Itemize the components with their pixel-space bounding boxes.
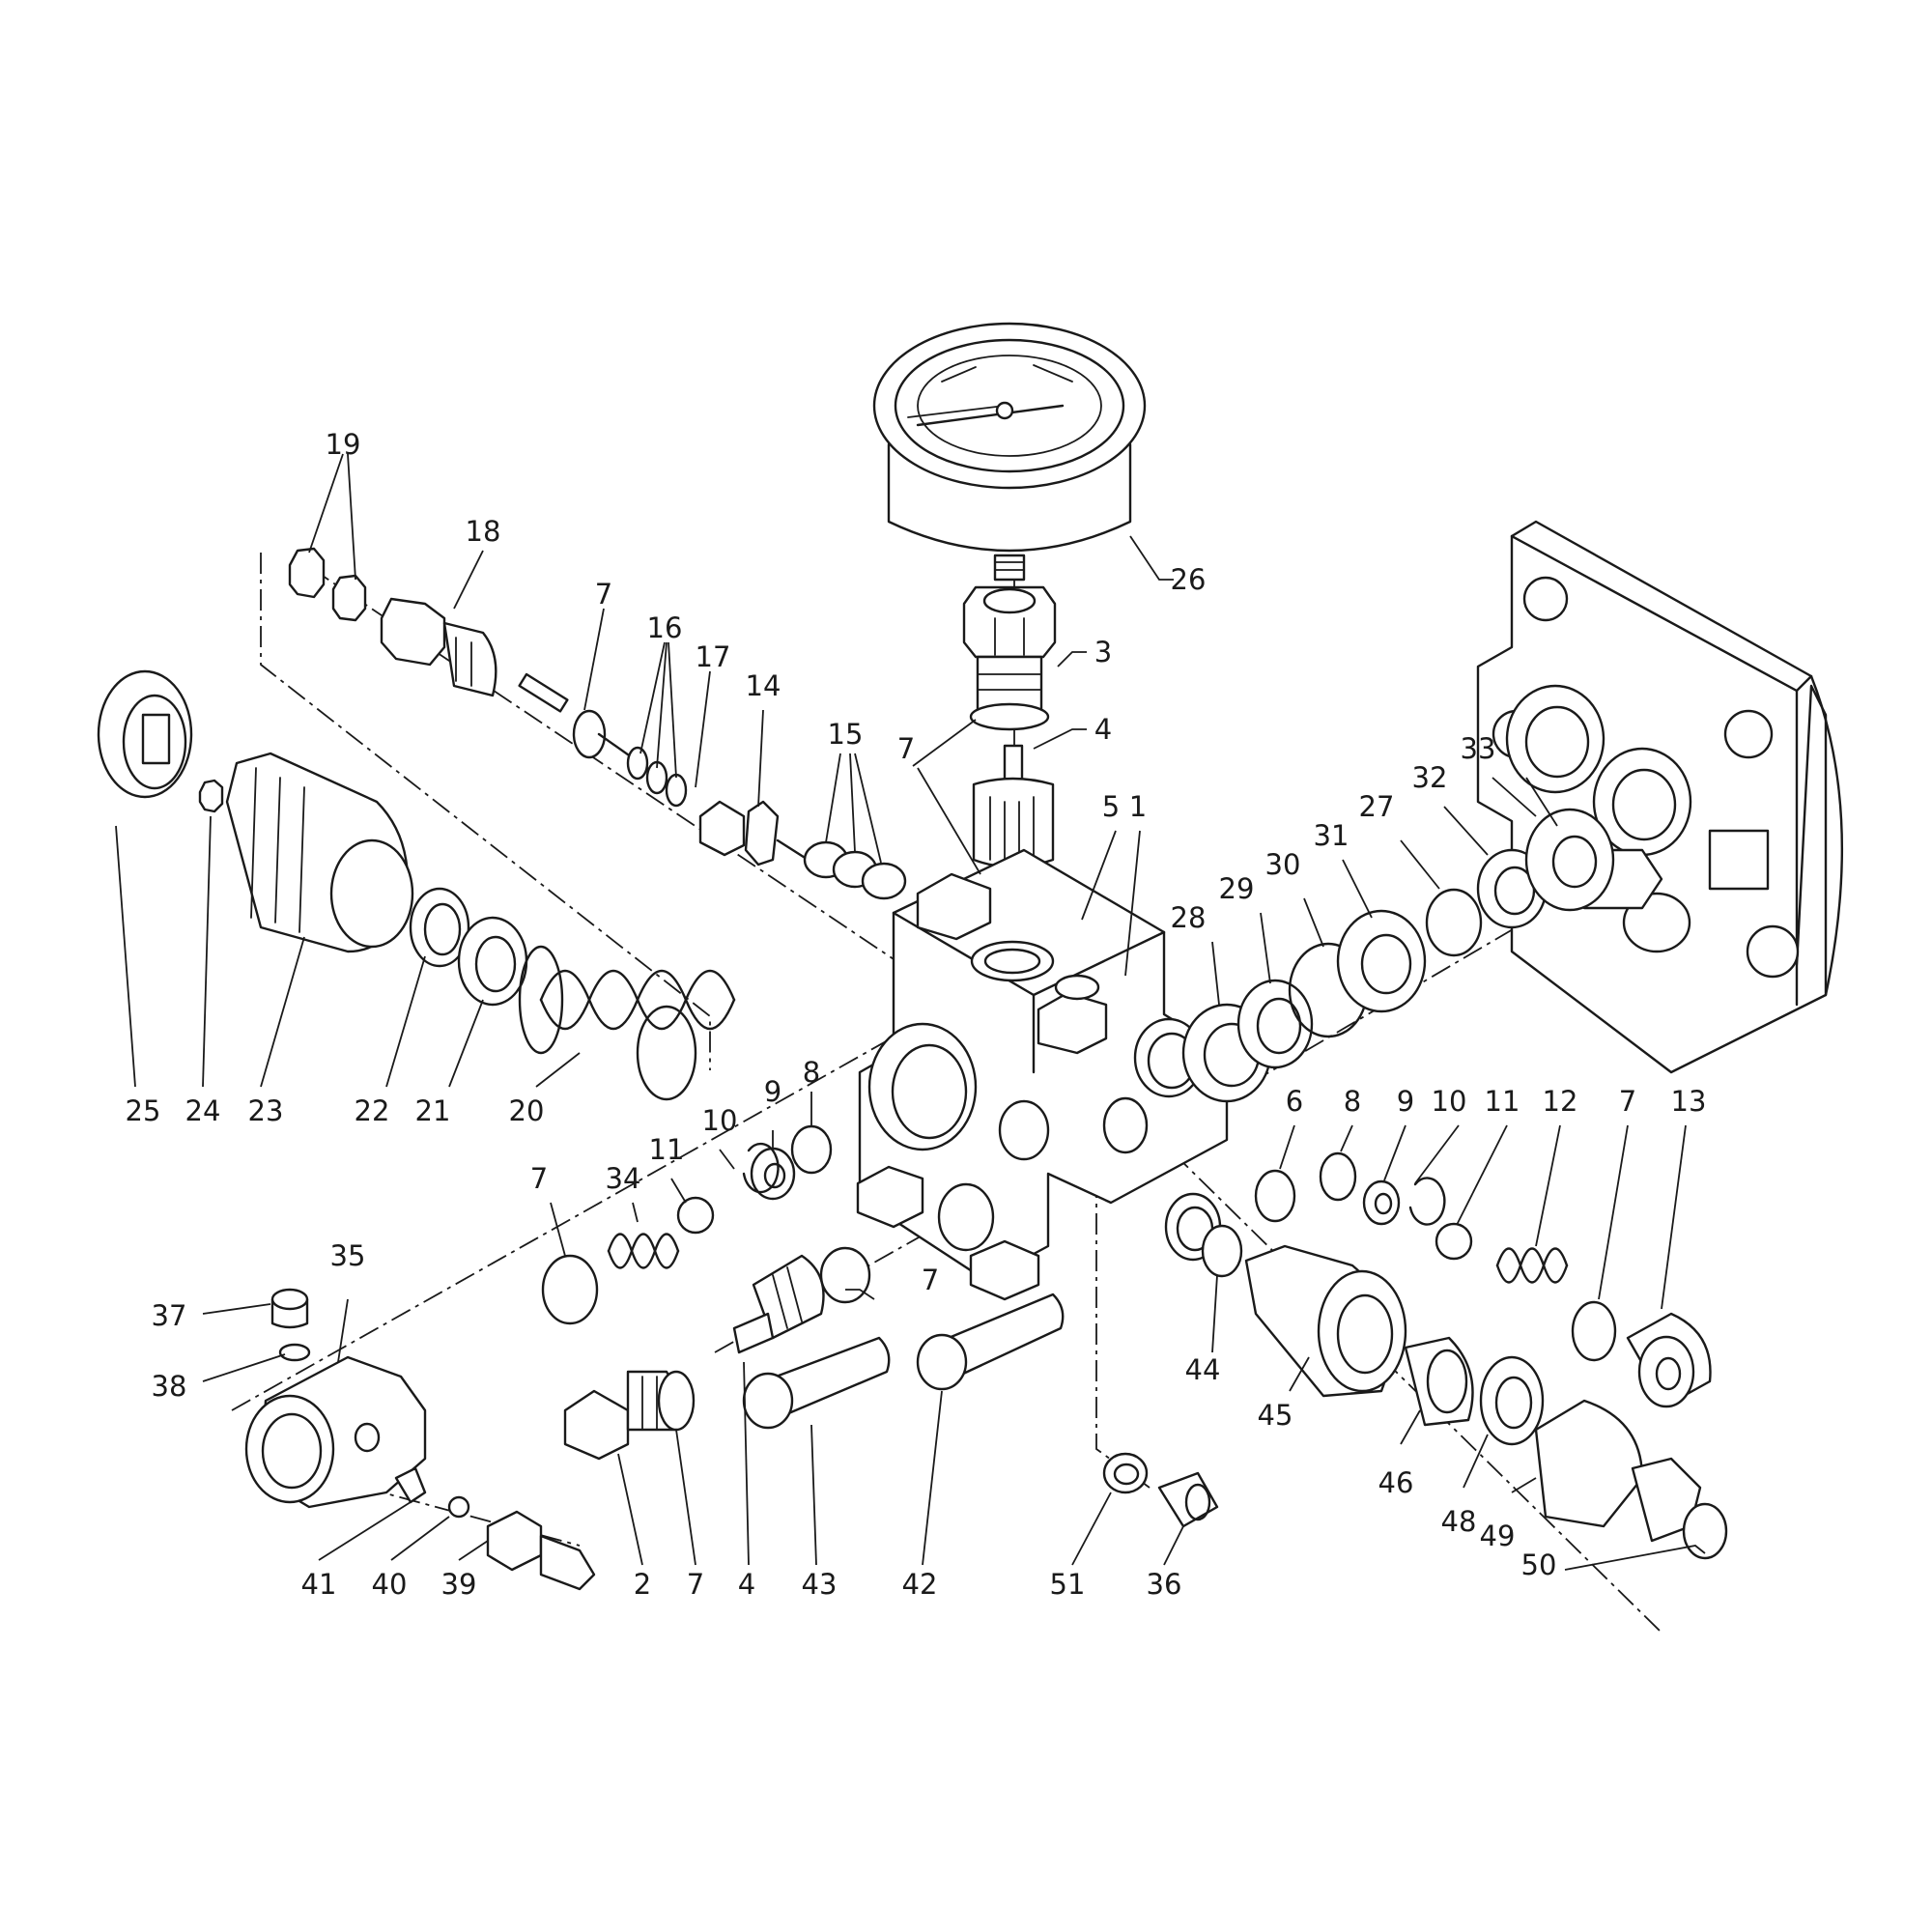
callout-7: 7 (687, 1568, 704, 1601)
seal-stack-upper (1181, 808, 1615, 1103)
valve-stack-left (541, 1124, 833, 1325)
callout-15: 15 (828, 718, 864, 751)
callout-45: 45 (1258, 1399, 1293, 1432)
callout-51: 51 (1050, 1568, 1086, 1601)
oring-set-15 (803, 840, 907, 900)
callout-37: 37 (152, 1299, 187, 1332)
callout-10: 10 (1432, 1085, 1467, 1118)
callout-21: 21 (415, 1094, 451, 1127)
callout-7: 7 (1619, 1085, 1636, 1118)
callout-49: 49 (1480, 1520, 1516, 1552)
callout-36: 36 (1147, 1568, 1182, 1601)
callout-33: 33 (1461, 732, 1496, 765)
callout-8: 8 (1344, 1085, 1361, 1118)
gauge-adapter (962, 585, 1057, 731)
callout-2: 2 (634, 1568, 651, 1601)
callout-10: 10 (702, 1104, 738, 1137)
callout-38: 38 (152, 1370, 187, 1403)
rod-stack (288, 547, 833, 876)
callout-8: 8 (803, 1056, 820, 1089)
plug-36 (1102, 1452, 1219, 1528)
knob-assembly (97, 669, 736, 1101)
callout-48: 48 (1441, 1505, 1477, 1538)
callout-17: 17 (696, 640, 731, 673)
callout-4: 4 (1094, 713, 1112, 746)
valve-stack-right (1254, 1151, 1712, 1408)
callout-24: 24 (185, 1094, 221, 1127)
callout-28: 28 (1171, 901, 1207, 934)
callout-26: 26 (1171, 563, 1207, 596)
callout-19: 19 (326, 428, 361, 461)
callout-4: 4 (738, 1568, 755, 1601)
callout-40: 40 (372, 1568, 408, 1601)
callout-13: 13 (1671, 1085, 1707, 1118)
callout-27: 27 (1359, 790, 1395, 823)
pressure-gauge (872, 322, 1147, 582)
bleed-parts (394, 1466, 596, 1591)
callout-7: 7 (595, 578, 612, 611)
callout-1: 1 (1129, 790, 1147, 823)
callout-18: 18 (466, 515, 501, 548)
leader-lines (115, 453, 1706, 1571)
callout-16: 16 (647, 611, 683, 644)
callout-50: 50 (1521, 1548, 1557, 1581)
callout-11: 11 (1485, 1085, 1520, 1118)
callout-44: 44 (1185, 1353, 1221, 1386)
bolts (742, 1293, 1065, 1430)
callout-9: 9 (1397, 1085, 1414, 1118)
callout-11: 11 (649, 1133, 685, 1166)
callout-35: 35 (330, 1239, 366, 1272)
callout-labels: 19 18 7 16 17 14 15 7 26 3 4 5 1 33 32 2… (126, 428, 1707, 1601)
callout-25: 25 (126, 1094, 161, 1127)
inlet-stack (1201, 1224, 1728, 1560)
pump-flange (1476, 520, 1844, 1074)
callout-3: 3 (1094, 636, 1112, 668)
callout-34: 34 (606, 1162, 641, 1195)
callout-42: 42 (902, 1568, 938, 1601)
outlet-fitting (244, 1288, 427, 1509)
callout-7: 7 (922, 1264, 939, 1296)
callout-22: 22 (355, 1094, 390, 1127)
callout-12: 12 (1543, 1085, 1578, 1118)
callout-6: 6 (1286, 1085, 1303, 1118)
manifold-body (856, 848, 1229, 1301)
callout-5: 5 (1102, 790, 1120, 823)
callout-29: 29 (1219, 872, 1255, 905)
callout-31: 31 (1314, 819, 1350, 852)
callout-14: 14 (746, 669, 781, 702)
callout-7: 7 (530, 1162, 548, 1195)
callout-46: 46 (1378, 1466, 1414, 1499)
callout-20: 20 (509, 1094, 545, 1127)
callout-9: 9 (764, 1075, 781, 1108)
callout-41: 41 (301, 1568, 337, 1601)
callout-30: 30 (1265, 848, 1301, 881)
callout-39: 39 (441, 1568, 477, 1601)
callout-43: 43 (802, 1568, 838, 1601)
callout-7: 7 (897, 732, 915, 765)
valve-lower (563, 1246, 871, 1461)
callout-32: 32 (1412, 761, 1448, 794)
callout-23: 23 (248, 1094, 284, 1127)
